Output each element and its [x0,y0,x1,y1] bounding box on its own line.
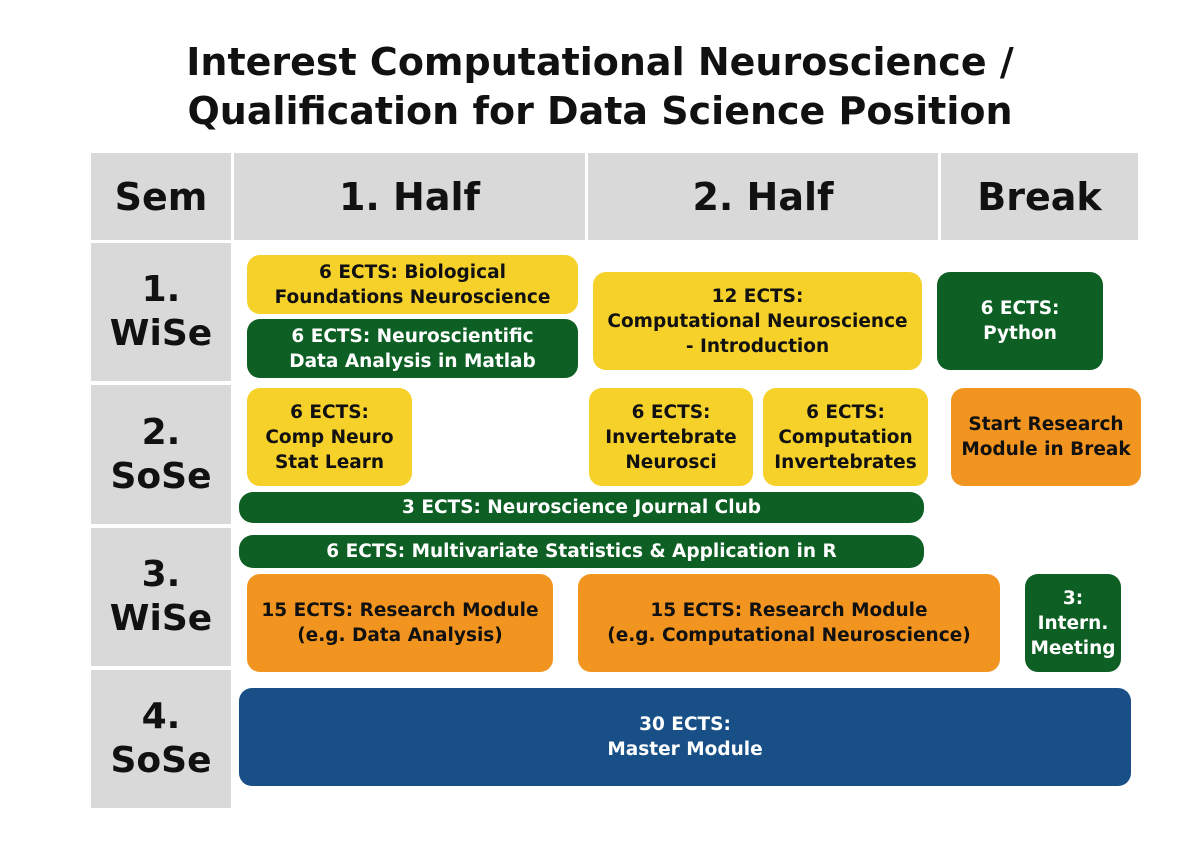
module-comp-neuro-stat-learn: 6 ECTS: Comp Neuro Stat Learn [247,388,412,486]
module-line: (e.g. Computational Neuroscience) [607,625,971,646]
module-line: Neurosci [625,451,717,473]
module-research-in-break: Start Research Module in Break [951,388,1141,486]
semester-4-term: SoSe [110,740,212,781]
module-line: Python [983,323,1057,344]
semester-1: 1. WiSe [91,243,231,381]
semester-2: 2. SoSe [91,385,231,524]
module-line: Master Module [607,739,763,760]
module-line: Meeting [1030,637,1116,659]
header-second-half: 2. Half [588,153,938,240]
module-line: Computational Neuroscience [607,310,908,332]
module-comp-neuro-intro: 12 ECTS: Computational Neuroscience - In… [593,272,922,370]
semester-4: 4. SoSe [91,670,231,808]
module-line: Computation [778,426,913,448]
module-research-comp-neuro: 15 ECTS: Research Module (e.g. Computati… [578,574,1000,672]
module-line: 6 ECTS: Biological [319,261,506,283]
module-line: 3 ECTS: Neuroscience Journal Club [402,497,761,518]
module-python: 6 ECTS: Python [937,272,1103,370]
module-computation-invertebrates: 6 ECTS: Computation Invertebrates [763,388,928,486]
module-line: Invertebrates [774,451,917,473]
semester-2-term: SoSe [110,455,212,497]
module-line: - Introduction [685,335,830,357]
semester-3: 3. WiSe [91,528,231,666]
semester-3-number: 3. [141,554,181,595]
module-line: 3: [1062,587,1084,609]
title-line-1: Interest Computational Neuroscience / [186,40,1014,84]
module-line: Start Research [968,414,1124,435]
title-line-2: Qualification for Data Science Position [187,89,1013,133]
module-line: Stat Learn [274,451,385,473]
module-intern-meeting: 3: Intern. Meeting [1025,574,1121,672]
header-first-half-label: 1. Half [338,174,481,219]
module-research-data-analysis: 15 ECTS: Research Module (e.g. Data Anal… [247,574,553,672]
module-multivariate-statistics: 6 ECTS: Multivariate Statistics & Applic… [239,535,924,568]
semester-4-number: 4. [141,696,181,737]
module-line: 30 ECTS: [639,714,731,735]
semester-1-term: WiSe [109,313,213,354]
header-second-half-label: 2. Half [692,174,834,219]
header-first-half: 1. Half [234,153,585,240]
header-sem-label: Sem [114,174,208,219]
module-line: Intern. [1037,612,1109,634]
module-biological-foundations: 6 ECTS: Biological Foundations Neuroscie… [247,255,578,314]
module-line: 15 ECTS: Research Module [261,600,539,621]
module-invertebrate-neurosci: 6 ECTS: Invertebrate Neurosci [589,388,753,486]
semester-3-term: WiSe [109,598,213,639]
module-line: 6 ECTS: [980,298,1060,319]
module-line: Invertebrate [605,426,737,448]
module-line: Module in Break [961,439,1131,460]
header-break: Break [941,153,1138,240]
header-break-label: Break [977,174,1102,219]
module-line: 6 ECTS: Multivariate Statistics & Applic… [326,541,837,562]
module-line: 15 ECTS: Research Module [650,600,928,621]
module-matlab-analysis: 6 ECTS: Neuroscientific Data Analysis in… [247,319,578,378]
semester-2-number: 2. [141,411,181,453]
module-journal-club: 3 ECTS: Neuroscience Journal Club [239,492,924,523]
header-sem: Sem [91,153,231,240]
module-line: Comp Neuro [265,426,394,448]
module-line: 6 ECTS: [290,401,369,423]
semester-1-number: 1. [141,269,181,310]
module-line: 6 ECTS: [806,401,885,423]
module-master: 30 ECTS: Master Module [239,688,1131,786]
diagram-title: Interest Computational Neuroscience / Qu… [0,38,1200,136]
module-line: 12 ECTS: [711,285,804,307]
module-line: 6 ECTS: Neuroscientific [291,325,534,347]
module-line: (e.g. Data Analysis) [297,625,503,646]
module-line: Foundations Neuroscience [274,286,551,308]
module-line: Data Analysis in Matlab [289,350,536,372]
module-line: 6 ECTS: [631,401,711,423]
